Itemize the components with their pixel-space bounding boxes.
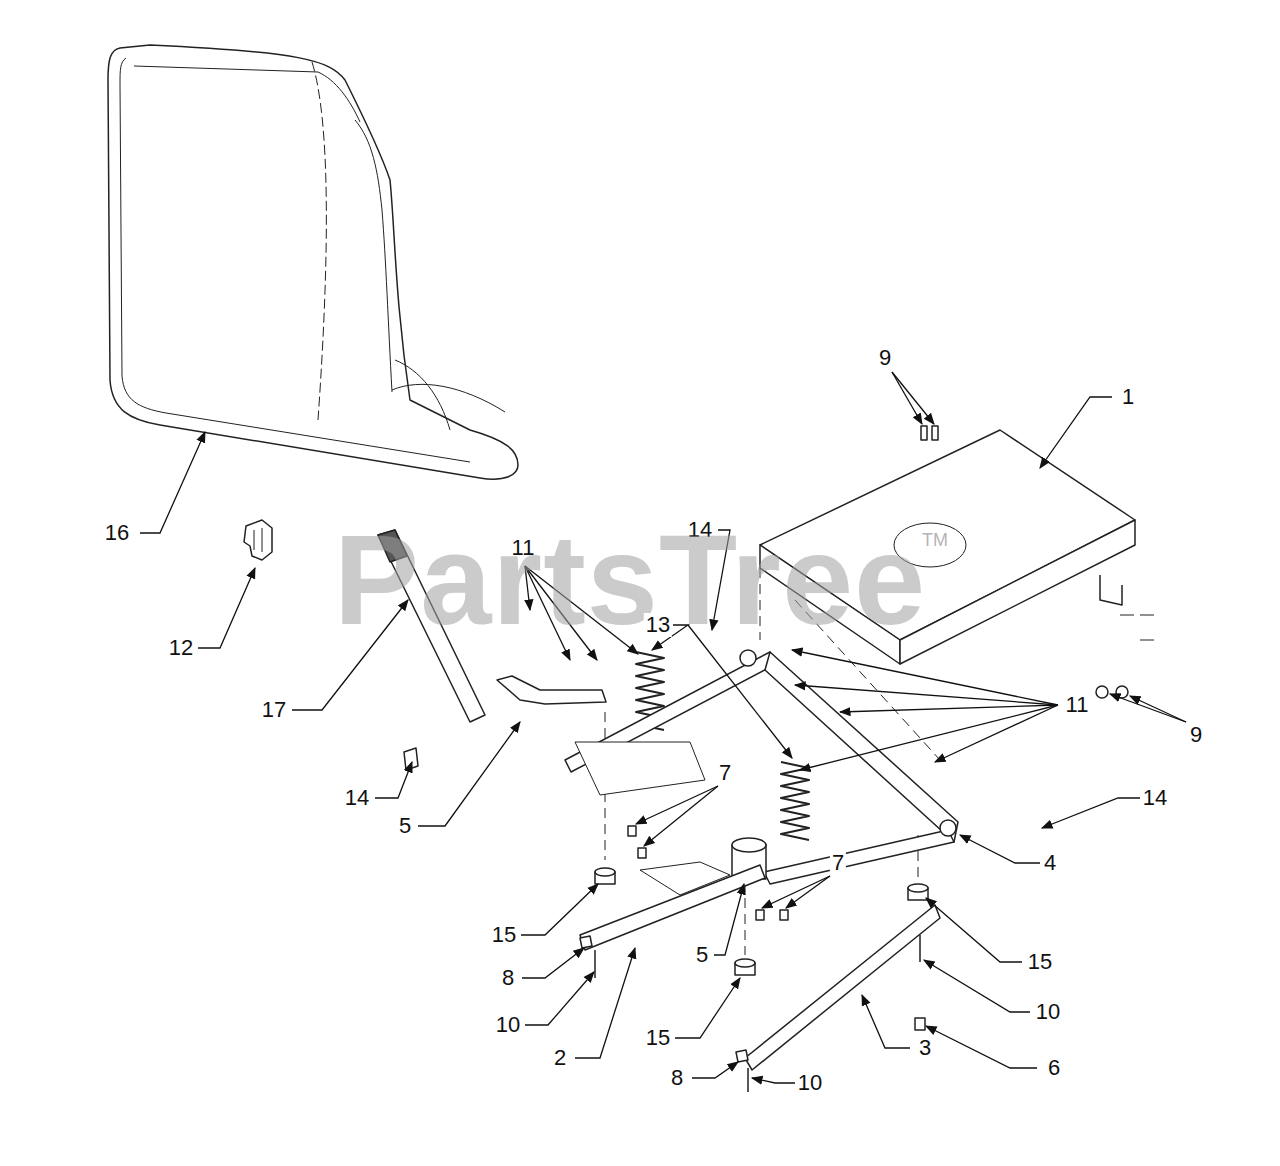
callout-number: 1 (1120, 385, 1136, 409)
trademark-mark: TM (922, 531, 948, 549)
callout-number: 15 (644, 1026, 672, 1050)
watermark: PartsTree (334, 516, 927, 644)
callout-number: 15 (1026, 950, 1054, 974)
callout-number: 13 (644, 613, 672, 637)
callout-number: 7 (717, 761, 733, 785)
callout-number: 11 (1064, 693, 1091, 717)
callout-number: 16 (103, 521, 131, 545)
callout-number: 9 (1188, 723, 1204, 747)
callout-number: 2 (552, 1046, 568, 1070)
callout-number: 10 (494, 1013, 522, 1037)
callout-number: 6 (1046, 1056, 1062, 1080)
callout-number: 8 (500, 966, 516, 990)
callout-number: 3 (917, 1036, 933, 1060)
callout-number: 5 (397, 814, 413, 838)
callout-number: 10 (796, 1071, 824, 1095)
callout-number: 10 (1034, 1000, 1062, 1024)
callout-number: 8 (669, 1066, 685, 1090)
callout-number: 12 (167, 636, 195, 660)
callout-number: 14 (343, 786, 371, 810)
callout-number: 5 (694, 943, 710, 967)
callout-number: 14 (1141, 786, 1169, 810)
callout-number: 15 (490, 923, 518, 947)
callout-number: 7 (830, 851, 846, 875)
callout-number: 4 (1042, 851, 1058, 875)
callout-number: 17 (260, 698, 288, 722)
callout-number: 9 (877, 346, 893, 370)
